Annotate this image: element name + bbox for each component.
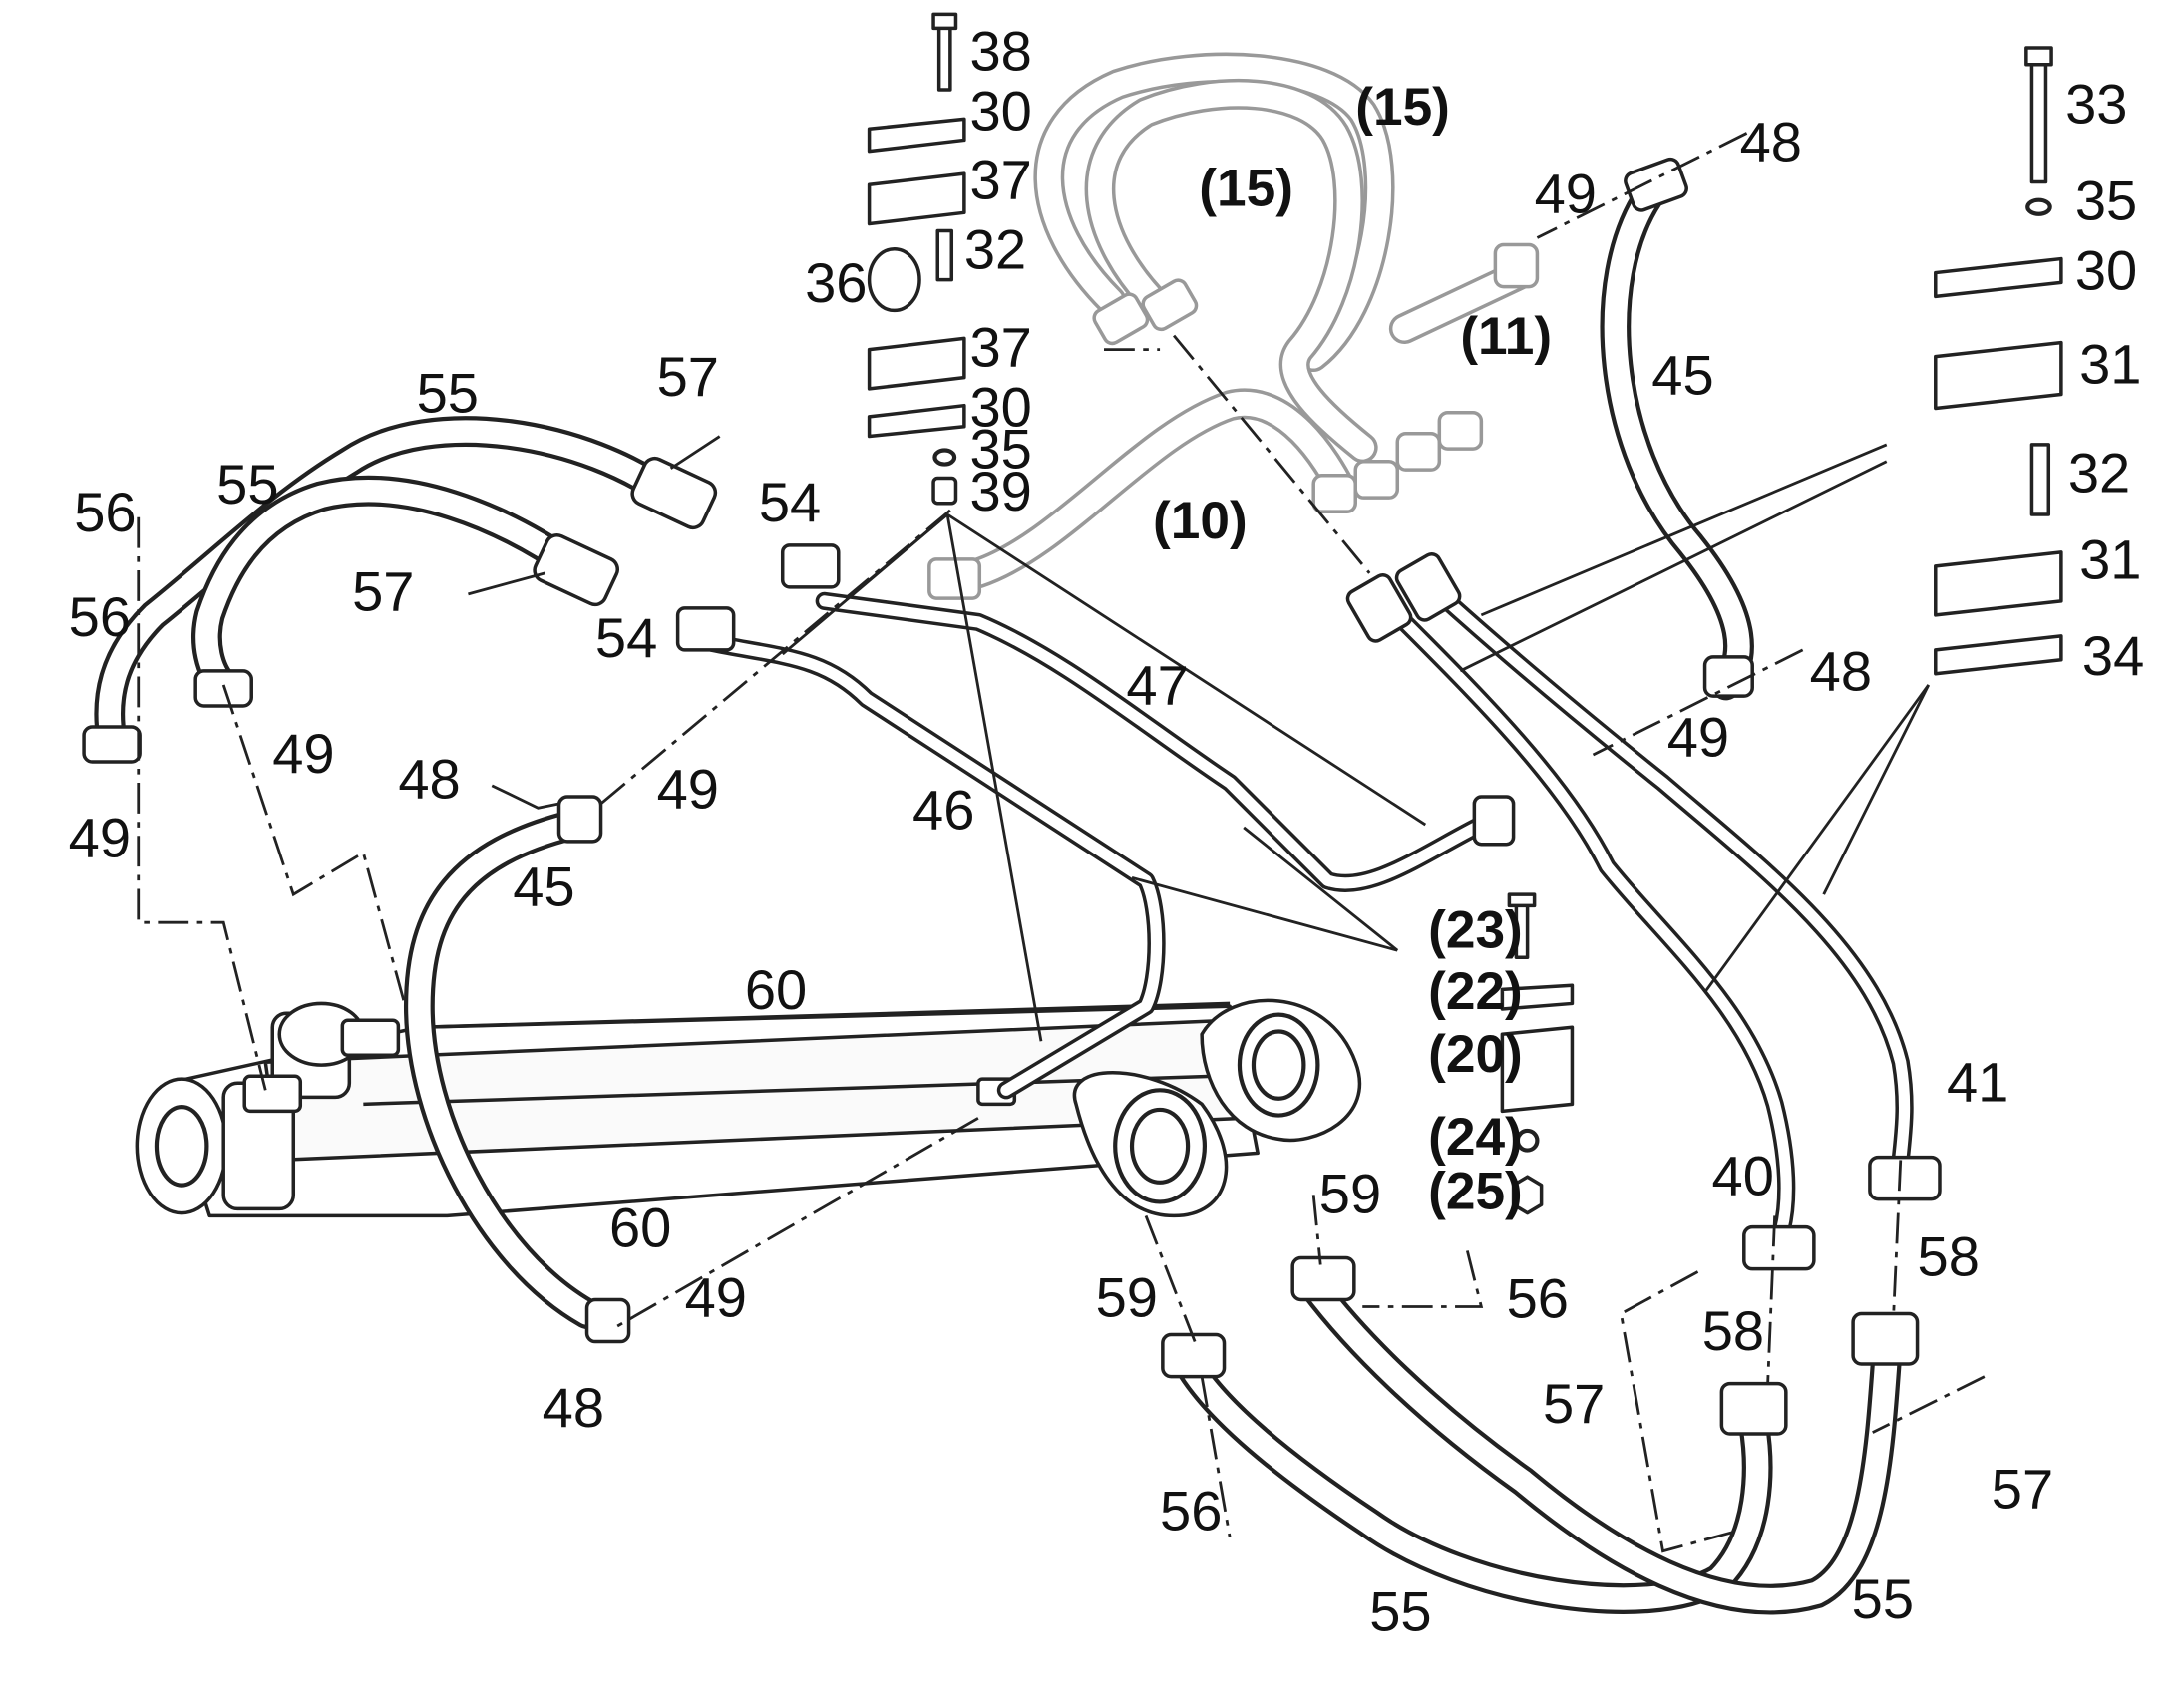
- callout-37-b: 37: [969, 315, 1031, 378]
- callout-38: 38: [969, 19, 1031, 82]
- ghosted-pipe-group: [927, 52, 1540, 600]
- callout-41: 41: [1947, 1051, 2008, 1114]
- callout-35-a: 35: [969, 418, 1031, 481]
- callout-46: 46: [912, 778, 974, 841]
- callout-30-a: 30: [969, 80, 1031, 143]
- small-clamp-parts: [1500, 892, 1575, 1215]
- callout-15-lower: (15): [1199, 159, 1293, 217]
- leader-lines: [468, 435, 1931, 1042]
- callout-23: (23): [1428, 900, 1523, 959]
- callout-60-a: 60: [745, 958, 807, 1021]
- callout-24: (24): [1428, 1108, 1523, 1167]
- callout-10: (10): [1153, 492, 1248, 550]
- callout-59-a: 59: [1319, 1163, 1381, 1225]
- callout-56-a: 56: [74, 481, 136, 543]
- callout-25: (25): [1428, 1162, 1523, 1220]
- callout-56-d: 56: [1160, 1480, 1222, 1542]
- callout-45-b: 45: [513, 854, 574, 917]
- callout-49-c: 49: [272, 722, 334, 785]
- callout-57-d: 57: [1992, 1457, 2053, 1520]
- callout-36: 36: [805, 251, 867, 314]
- callout-49-a: 49: [1535, 162, 1597, 224]
- part-number-labels: (10) (11) (15) (15) (23) (22) (20) (24) …: [69, 19, 2145, 1642]
- callout-55-d: 55: [1852, 1567, 1914, 1630]
- callout-33: 33: [2065, 73, 2127, 136]
- callout-22: (22): [1428, 962, 1523, 1021]
- assembly-lines: [137, 132, 1986, 1553]
- callout-55-c: 55: [1369, 1580, 1431, 1643]
- callout-54-b: 54: [595, 606, 657, 669]
- flexible-hoses: [82, 157, 1920, 1615]
- callout-20: (20): [1428, 1025, 1523, 1084]
- callout-57-a: 57: [657, 345, 719, 408]
- callout-32-b: 32: [2068, 442, 2130, 505]
- callout-45-a: 45: [1651, 343, 1713, 406]
- callout-48-c: 48: [398, 747, 460, 810]
- callout-48-d: 48: [543, 1376, 604, 1439]
- callout-32-a: 32: [964, 217, 1026, 280]
- clamp-stack-left: [867, 12, 966, 506]
- callout-56-b: 56: [69, 585, 131, 648]
- callout-55-b: 55: [216, 453, 278, 515]
- callout-30-c: 30: [2075, 238, 2137, 301]
- callout-15-upper: (15): [1355, 78, 1450, 137]
- callout-31-b: 31: [2079, 527, 2141, 590]
- callout-34: 34: [2082, 624, 2144, 687]
- callout-59-b: 59: [1096, 1265, 1158, 1328]
- callout-60-b: 60: [609, 1196, 671, 1258]
- callout-49-e: 49: [657, 757, 719, 820]
- rigid-pipes: [703, 551, 1942, 1271]
- clamp-stack-right: [1934, 46, 2063, 676]
- callout-55-a: 55: [417, 362, 479, 425]
- callout-49-d: 49: [69, 806, 131, 868]
- callout-57-c: 57: [1543, 1372, 1605, 1435]
- callout-57-b: 57: [352, 560, 414, 623]
- callout-30-b: 30: [969, 376, 1031, 439]
- callout-48-b: 48: [1810, 640, 1872, 703]
- callout-58-a: 58: [1918, 1225, 1980, 1288]
- callout-48-a: 48: [1740, 110, 1802, 172]
- callout-54-a: 54: [759, 471, 821, 533]
- callout-31-a: 31: [2079, 332, 2141, 395]
- callout-49-f: 49: [685, 1265, 747, 1328]
- callout-40: 40: [1712, 1144, 1774, 1206]
- callout-37-a: 37: [969, 148, 1031, 210]
- cylinder-assembly: [135, 998, 1362, 1218]
- callout-49-b: 49: [1667, 705, 1729, 768]
- callout-56-c: 56: [1507, 1267, 1569, 1330]
- callout-35-b: 35: [2075, 169, 2137, 231]
- callout-39: 39: [969, 460, 1031, 522]
- callout-58-b: 58: [1702, 1299, 1764, 1362]
- callout-47: 47: [1126, 654, 1188, 717]
- callout-11: (11): [1460, 307, 1552, 366]
